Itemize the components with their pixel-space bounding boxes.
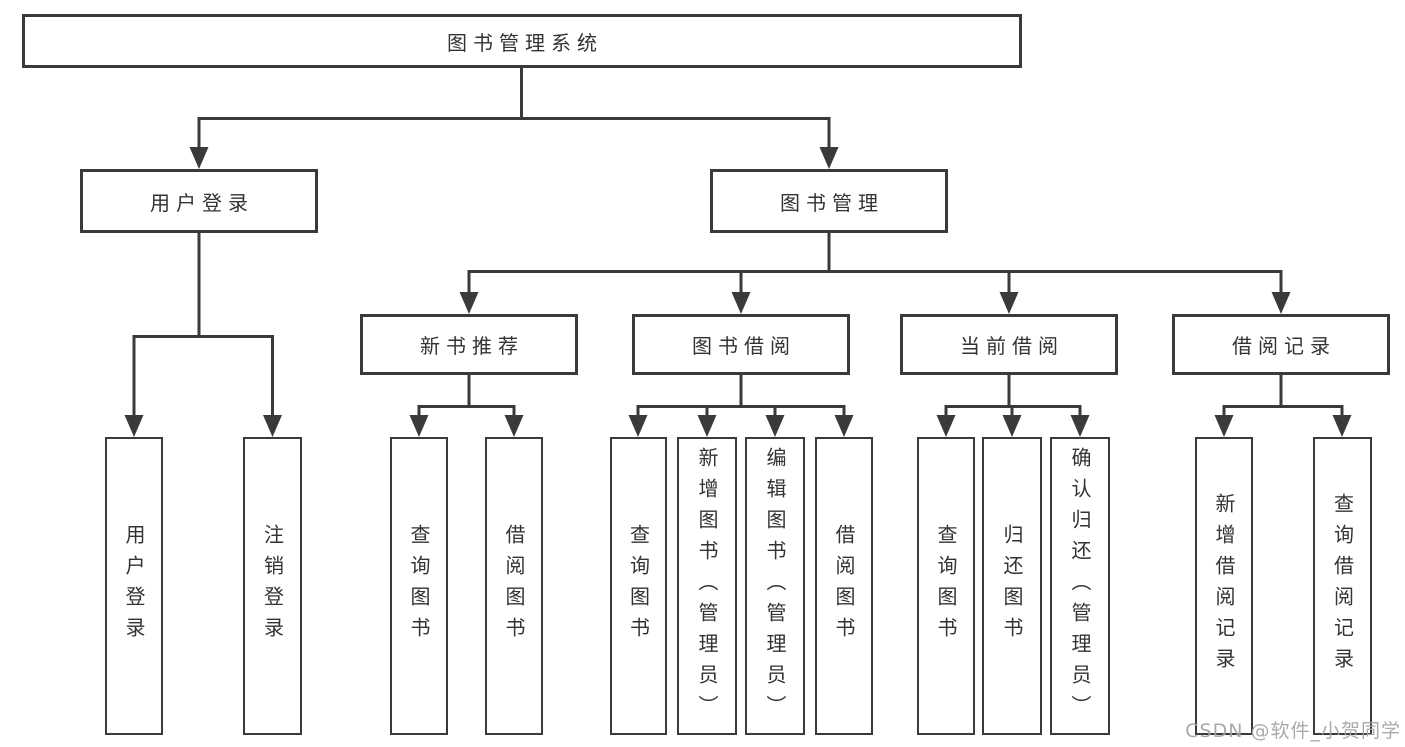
leaf-query-books-current: 查询图书 <box>917 437 975 735</box>
arrowheads <box>124 147 1352 437</box>
leaf-edit-books-admin: 编辑图书（管理员） <box>745 437 805 735</box>
connector-bookmgmt-to-level3 <box>467 231 1283 295</box>
leaf-logout: 注销登录 <box>243 437 302 735</box>
node-current-borrowing: 当前借阅 <box>900 314 1118 375</box>
leaf-confirm-return-admin: 确认归还（管理员） <box>1050 437 1110 735</box>
leaf-borrow-books-recommend: 借阅图书 <box>485 437 543 735</box>
connector-bookborrow-to-leaves <box>636 373 846 418</box>
node-book-management: 图书管理 <box>710 169 948 233</box>
node-library-management-system: 图书管理系统 <box>22 14 1022 68</box>
csdn-watermark: CSDN @软件_小贺同学 <box>1185 720 1401 742</box>
connector-currentborrow-to-leaves <box>944 373 1082 418</box>
node-book-borrowing: 图书借阅 <box>632 314 850 375</box>
leaf-return-books: 归还图书 <box>982 437 1042 735</box>
leaf-borrow-books: 借阅图书 <box>815 437 873 735</box>
node-user-login: 用户登录 <box>80 169 318 233</box>
connector-borrowrecords-to-leaves <box>1222 373 1344 418</box>
connector-userlogin-to-leaves <box>132 231 274 418</box>
node-borrowing-records: 借阅记录 <box>1172 314 1390 375</box>
leaf-add-books-admin: 新增图书（管理员） <box>677 437 737 735</box>
leaf-user-login: 用户登录 <box>105 437 163 735</box>
connector-newbook-to-leaves <box>417 373 516 418</box>
connector-root-to-level2 <box>197 66 831 150</box>
node-new-book-recommendation: 新书推荐 <box>360 314 578 375</box>
leaf-add-borrow-record: 新增借阅记录 <box>1195 437 1253 735</box>
leaf-query-borrow-record: 查询借阅记录 <box>1313 437 1372 735</box>
leaf-query-books-borrow: 查询图书 <box>610 437 667 735</box>
leaf-query-books-recommend: 查询图书 <box>390 437 448 735</box>
